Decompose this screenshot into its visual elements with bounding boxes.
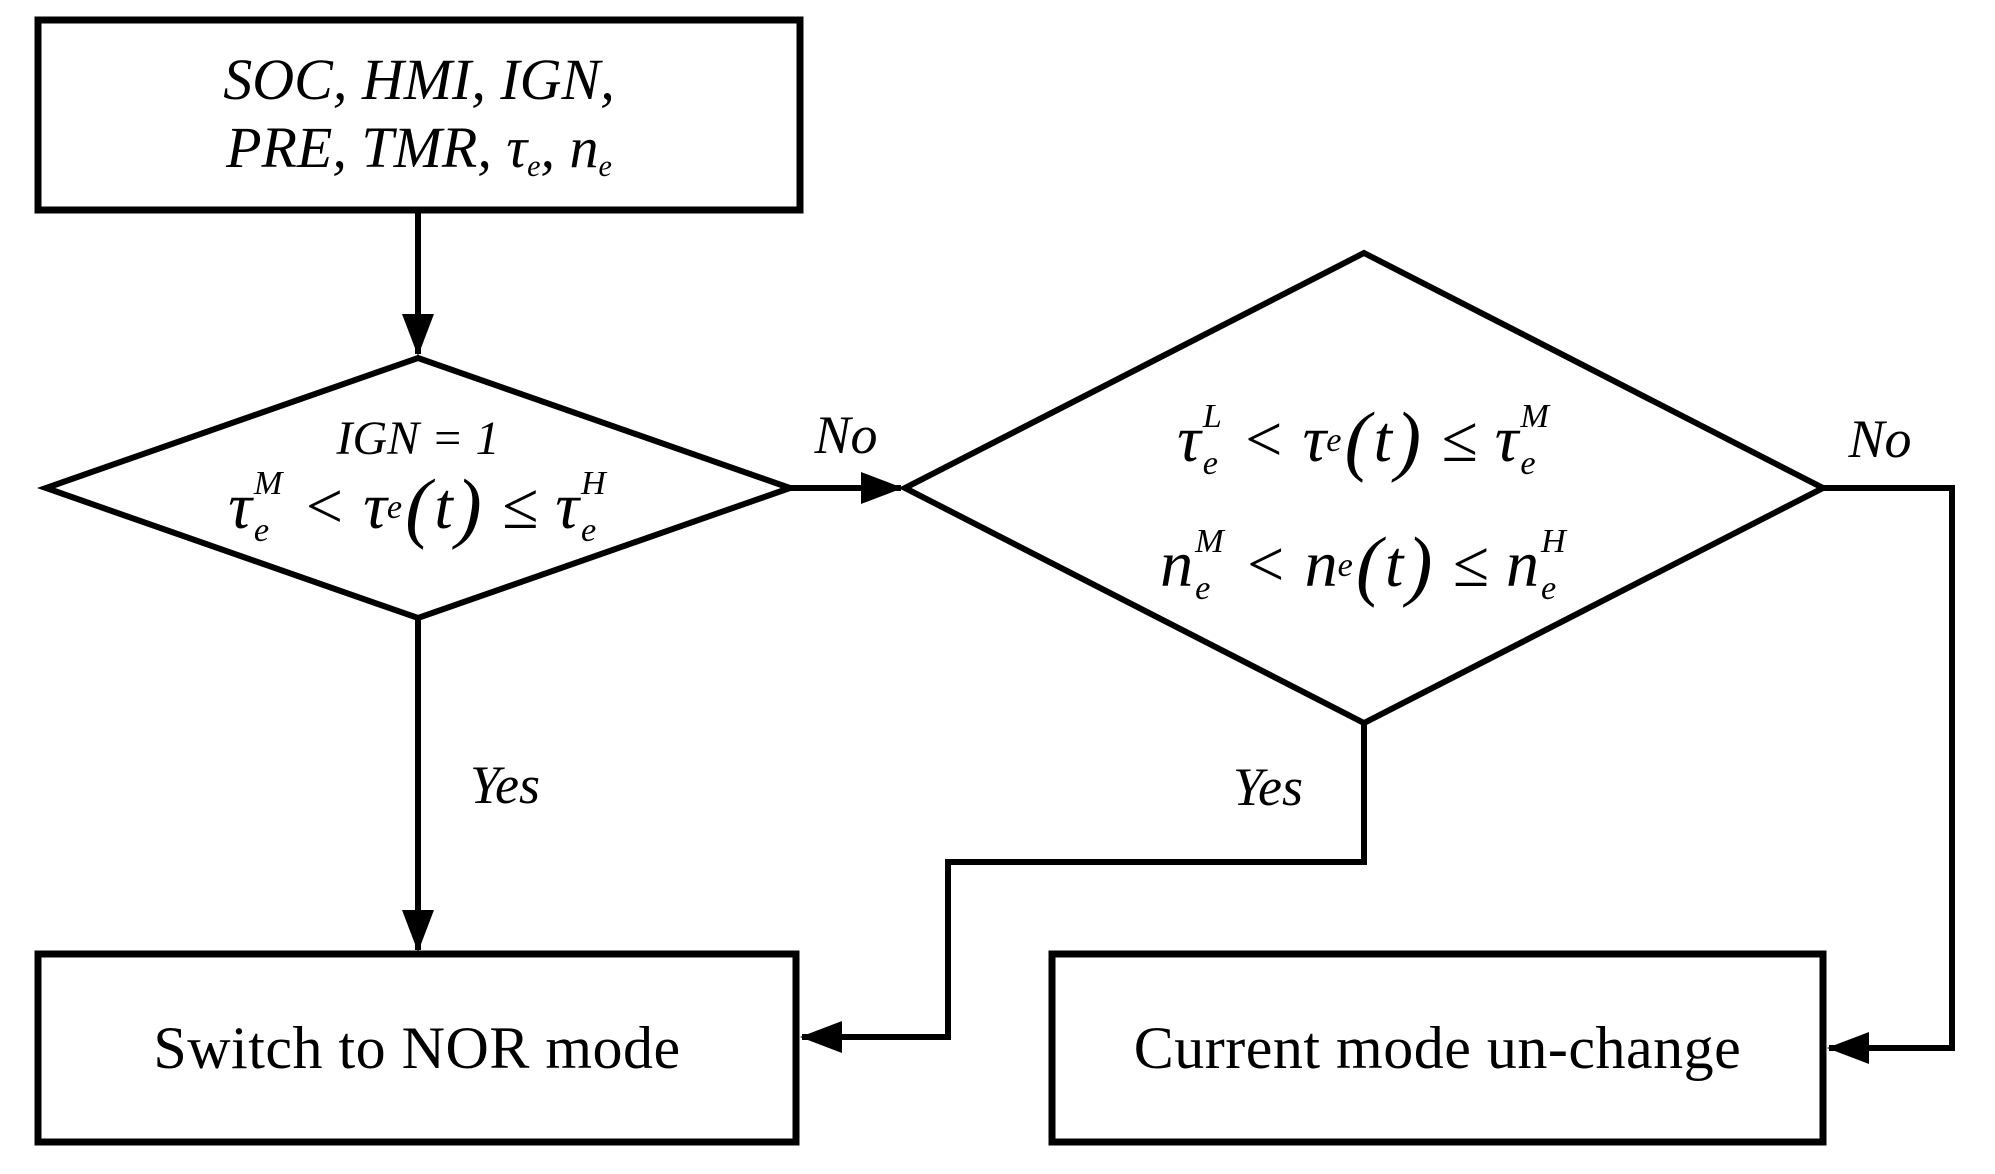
start-box-shape — [34, 16, 804, 214]
switch-nor-box: Switch to NOR mode — [153, 1014, 681, 1081]
edge-label-yes-right: Yes — [1232, 757, 1304, 817]
decision-right-shape — [898, 249, 1830, 727]
unchanged-box-shape — [1048, 950, 1827, 1146]
start-box-line2: PRE, TMR, τe, ne — [226, 114, 612, 183]
start-box-line1: SOC, HMI, IGN, — [223, 47, 615, 113]
switch-nor-box-shape — [34, 950, 800, 1146]
edge-label-no-right: No — [1848, 409, 1912, 469]
edge-label-no-left: No — [814, 405, 878, 465]
edge-label-yes-left: Yes — [469, 755, 541, 815]
unchanged-box: Current mode un-change — [1133, 1014, 1742, 1081]
start-box: SOC, HMI, IGN, PRE, TMR, τe, ne — [38, 20, 800, 210]
decision-left-condition-line1: IGN = 1 — [336, 411, 500, 465]
arrow-yes-right-to-switch-nor — [800, 723, 1367, 1053]
arrow-no-right-to-unchanged — [1823, 485, 1955, 1064]
